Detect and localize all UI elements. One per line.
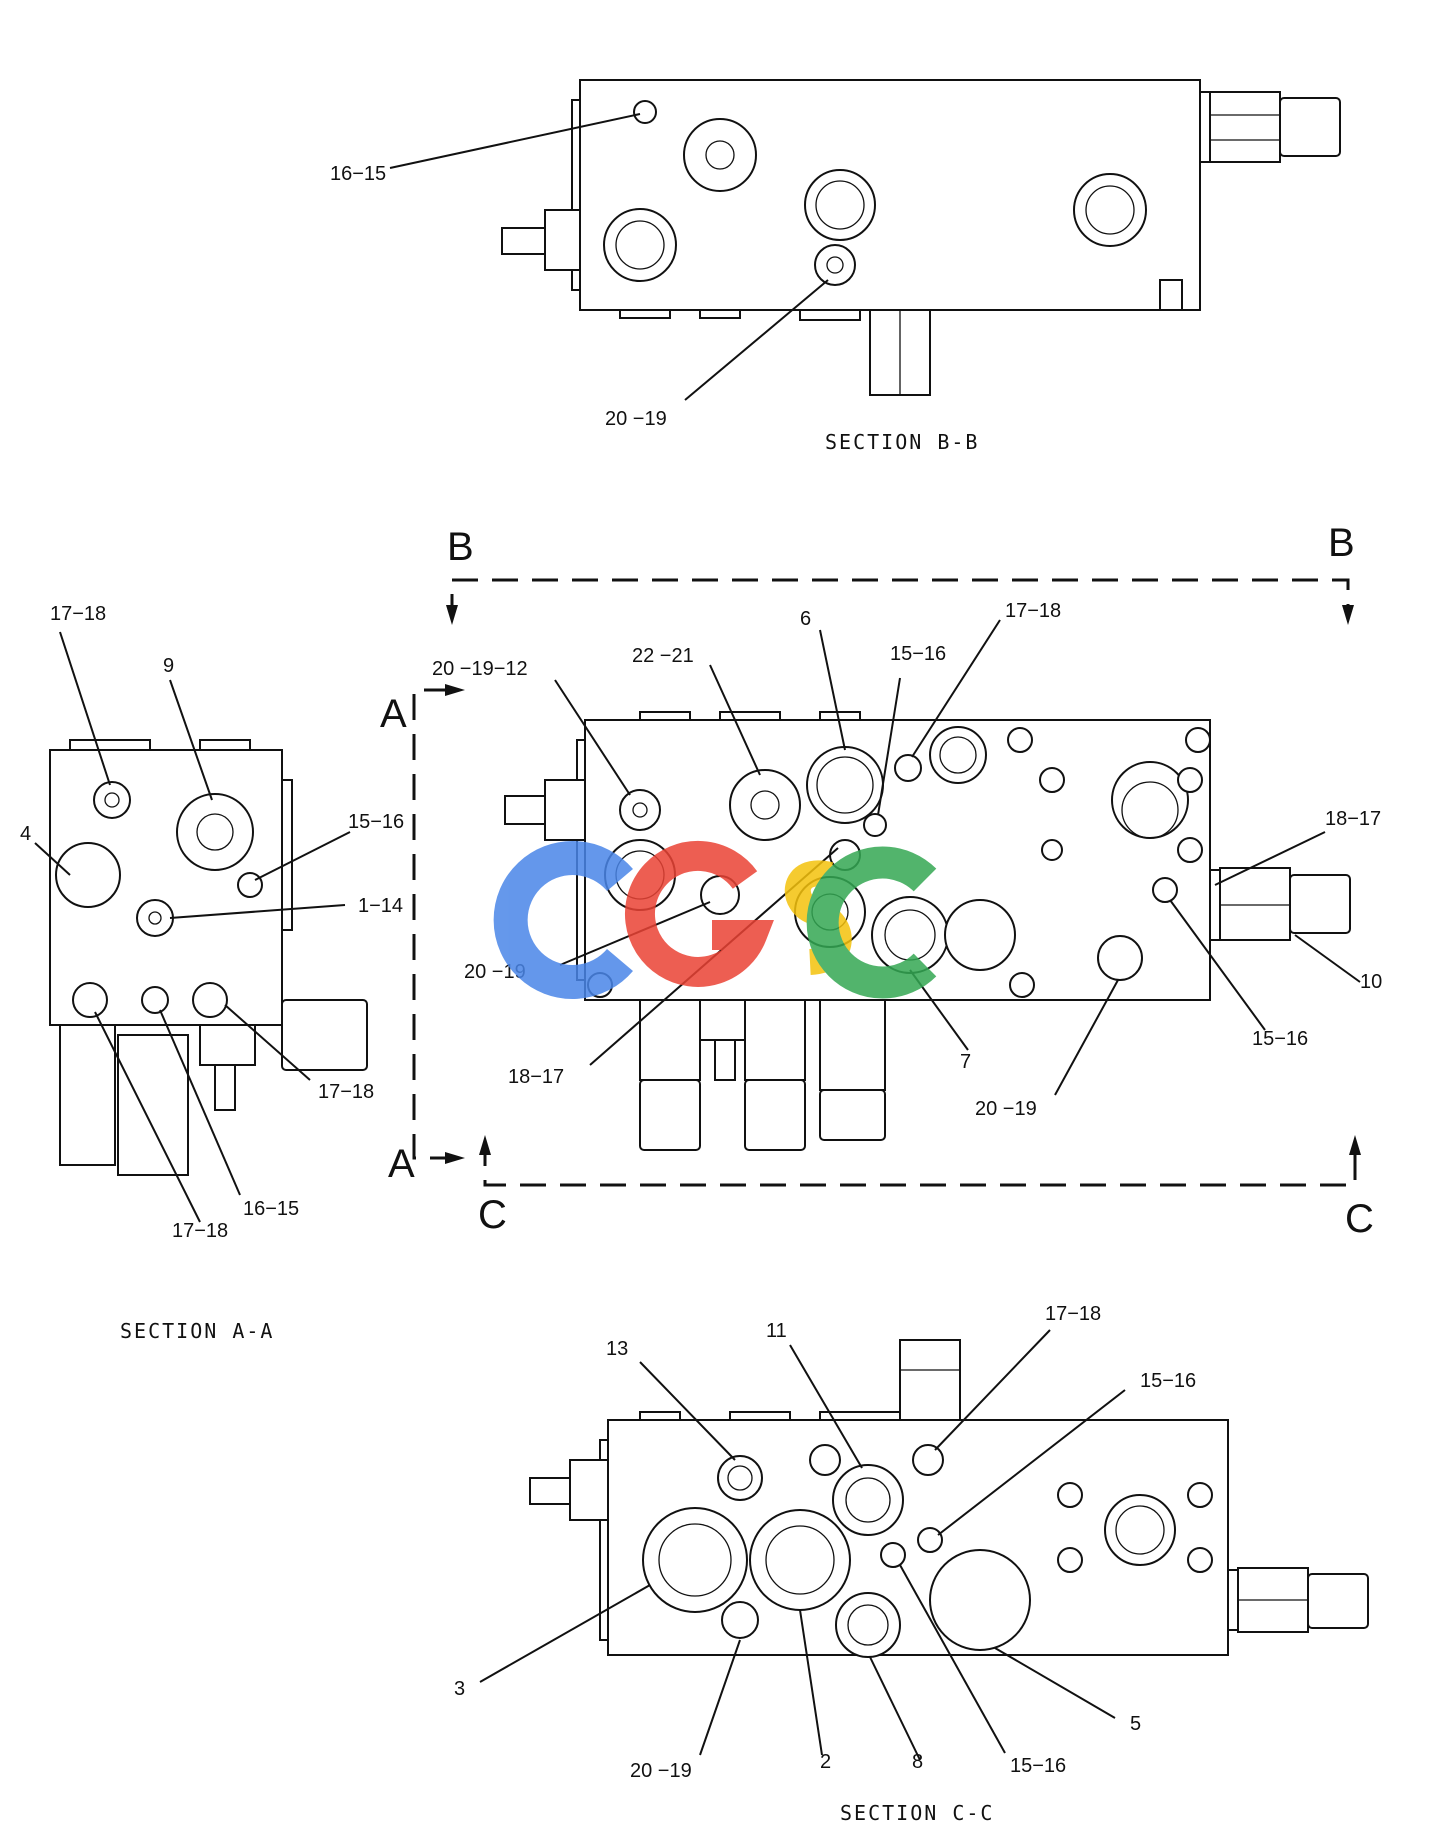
- section-lines: [412, 578, 1361, 1187]
- callout-17-18-c: 17−18: [1045, 1303, 1101, 1325]
- marker-a-top: A: [380, 692, 407, 736]
- callout-6: 6: [800, 608, 811, 630]
- watermark-g-red: [625, 840, 775, 987]
- callout-7: 7: [960, 1051, 971, 1073]
- callout-9: 9: [163, 655, 174, 677]
- callout-15-16-c-bottom: 15−16: [1010, 1755, 1066, 1777]
- section-b-b-view: [389, 79, 1341, 401]
- watermark-c-green: [806, 846, 937, 999]
- callout-10: 10: [1360, 971, 1382, 993]
- section-c-c-view: [479, 1329, 1369, 1761]
- main-view: [504, 619, 1361, 1151]
- callout-20-19-b: 20 −19: [605, 408, 667, 430]
- section-a-a-view: [34, 631, 368, 1223]
- callout-22-21: 22 −21: [632, 645, 694, 667]
- callout-18-17-main: 18−17: [508, 1066, 564, 1088]
- callout-8: 8: [912, 1751, 923, 1773]
- callout-5: 5: [1130, 1713, 1141, 1735]
- callout-16-15-a: 16−15: [243, 1198, 299, 1220]
- callout-2: 2: [820, 1751, 831, 1773]
- section-b-b-title: SECTION B-B: [825, 430, 979, 454]
- section-a-a-title: SECTION A-A: [120, 1319, 274, 1343]
- callout-20-19-main-bottom: 20 −19: [975, 1098, 1037, 1120]
- callout-18-17-right: 18−17: [1325, 808, 1381, 830]
- callout-17-18-main: 17−18: [1005, 600, 1061, 622]
- callout-1-14: 1−14: [358, 895, 403, 917]
- marker-a-bottom: A: [388, 1142, 415, 1186]
- marker-c-left: C: [478, 1193, 507, 1237]
- callout-15-16-a: 15−16: [348, 811, 404, 833]
- callout-15-16-c-top: 15−16: [1140, 1370, 1196, 1392]
- callout-17-18-a-top: 17−18: [50, 603, 106, 625]
- section-c-c-title: SECTION C-C: [840, 1801, 994, 1825]
- watermark-c-blue: [493, 841, 633, 999]
- callout-11: 11: [766, 1320, 787, 1342]
- callout-17-18-a-right: 17−18: [318, 1081, 374, 1103]
- callout-20-19-12: 20 −19−12: [432, 658, 528, 680]
- callout-4: 4: [20, 823, 31, 845]
- marker-c-right: C: [1345, 1197, 1374, 1241]
- marker-b-left: B: [447, 525, 474, 569]
- marker-b-right: B: [1328, 521, 1355, 565]
- cgsc-watermark: [493, 840, 937, 999]
- callout-15-16-main-right: 15−16: [1252, 1028, 1308, 1050]
- callout-3: 3: [454, 1678, 465, 1700]
- callout-20-19-c: 20 −19: [630, 1760, 692, 1782]
- callout-13: 13: [606, 1338, 628, 1360]
- callout-16-15-b: 16−15: [330, 163, 386, 185]
- callout-17-18-a-bottom: 17−18: [172, 1220, 228, 1242]
- callout-15-16-main-top: 15−16: [890, 643, 946, 665]
